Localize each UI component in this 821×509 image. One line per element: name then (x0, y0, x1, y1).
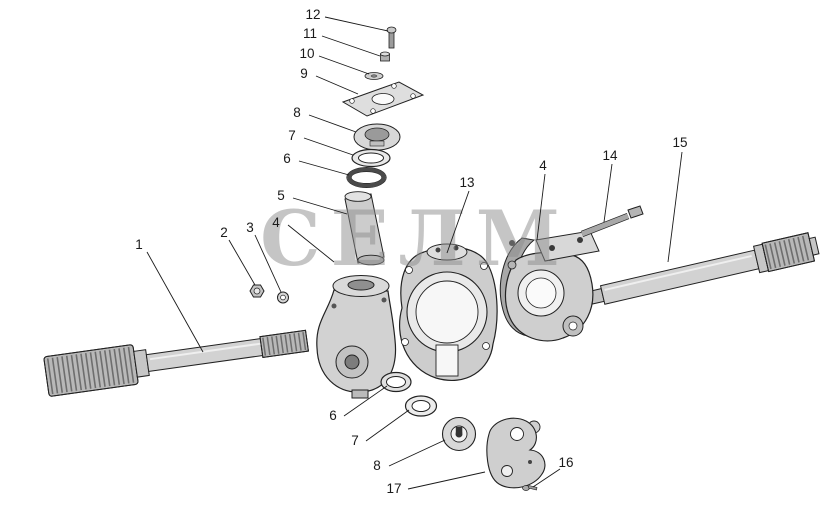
callout-label-12: 12 (305, 7, 320, 22)
part-washer-3 (277, 291, 289, 304)
leader-line (446, 190, 470, 254)
part-nut-2 (249, 284, 265, 298)
callout-label-4-left: 4 (272, 215, 280, 230)
callout-label-8-bottom: 8 (373, 458, 381, 473)
callout-label-3: 3 (246, 220, 254, 235)
part-bearing-cap-8-top (353, 123, 401, 151)
part-knuckle-housing-right (504, 230, 600, 342)
part-axle-shaft-right (588, 232, 820, 305)
callout-label-15: 15 (672, 135, 687, 150)
callout-label-14: 14 (602, 148, 618, 163)
leader-line (388, 439, 446, 467)
leader-line (365, 409, 410, 442)
callout-label-11: 11 (303, 26, 317, 41)
callout-label-7-top: 7 (288, 128, 296, 143)
part-oring-6-top (346, 167, 387, 189)
part-washer-10 (364, 72, 384, 80)
part-gasket-plate-9 (341, 81, 425, 117)
part-bolt-14 (580, 205, 644, 238)
part-housing-13 (398, 243, 498, 382)
part-axle-shaft-left (43, 329, 309, 397)
leader-line (536, 173, 546, 241)
part-bearing-cup-8-bottom (441, 416, 477, 452)
leader-line (343, 385, 388, 417)
callouts: 12 11 10 9 8 7 6 5 4 2 3 1 13 4 14 15 6 … (135, 7, 687, 496)
parts-layer (43, 26, 820, 491)
part-ring-6-bottom (380, 371, 412, 393)
part-knuckle-housing-left (316, 275, 397, 399)
leader-line (308, 114, 357, 133)
leader-line (146, 251, 204, 353)
callout-label-6-bottom: 6 (329, 408, 337, 423)
part-bolt-16 (522, 485, 538, 491)
leader-line (298, 160, 350, 176)
leader-line (532, 468, 561, 488)
callout-label-7-bottom: 7 (351, 433, 359, 448)
leader-line (303, 137, 354, 156)
callout-label-8-top: 8 (293, 105, 301, 120)
callout-label-17: 17 (386, 481, 401, 496)
leader-lines (146, 16, 683, 490)
part-bolt-12 (386, 26, 397, 49)
callout-label-1: 1 (135, 237, 143, 252)
leader-line (407, 471, 486, 490)
leader-line (667, 151, 683, 263)
leader-line (324, 16, 389, 32)
callout-label-13: 13 (459, 175, 474, 190)
part-breather-11 (380, 51, 390, 62)
leader-line (315, 75, 359, 95)
callout-label-5: 5 (277, 188, 285, 203)
callout-label-4-right: 4 (539, 158, 547, 173)
watermark-text: СЕЛМ (260, 194, 570, 283)
part-ring-7-top (351, 148, 391, 168)
leader-line (318, 55, 370, 75)
callout-label-10: 10 (299, 46, 314, 61)
part-kingpin-5 (344, 191, 385, 266)
callout-label-9: 9 (300, 66, 308, 81)
leader-line (254, 234, 282, 293)
part-steering-lever-17 (486, 417, 546, 489)
leader-line (603, 163, 613, 223)
callout-label-2: 2 (220, 225, 228, 240)
callout-label-16: 16 (558, 455, 573, 470)
callout-label-6-top: 6 (283, 151, 291, 166)
leader-line (292, 197, 348, 215)
leader-line (287, 224, 335, 263)
leader-line (321, 35, 381, 57)
leader-line (228, 239, 256, 286)
part-ring-7-bottom (404, 395, 438, 417)
